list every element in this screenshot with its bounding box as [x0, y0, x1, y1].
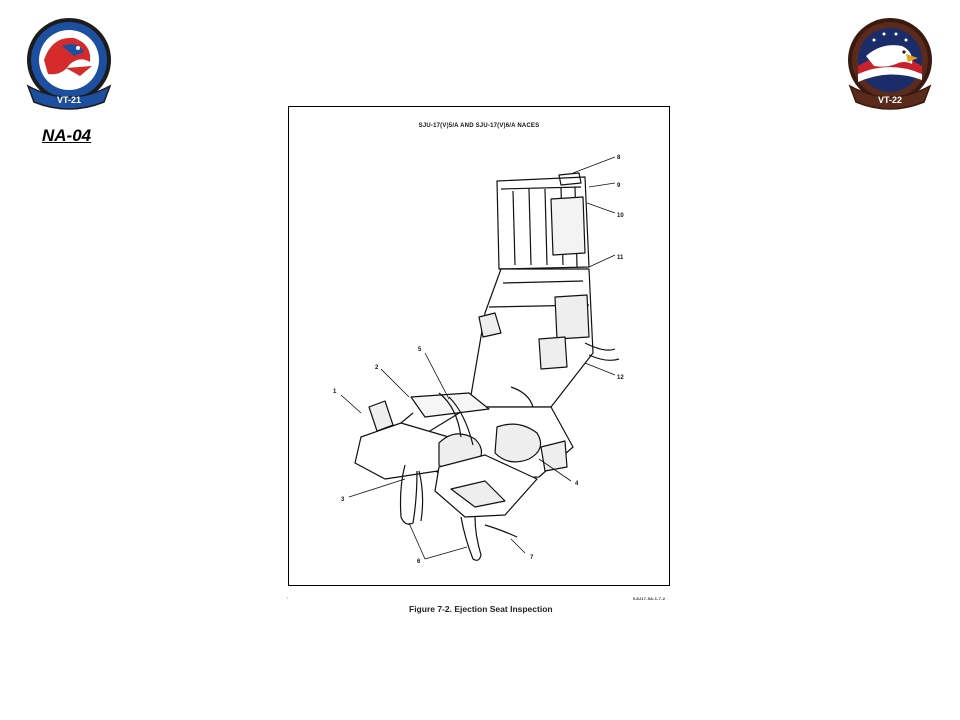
figure-title: SJU-17(V)5/A AND SJU-17(V)6/A NACES — [418, 123, 540, 129]
callout-9: 9 — [617, 183, 621, 189]
callout-8: 8 — [617, 155, 621, 161]
callout-11: 11 — [617, 255, 624, 261]
vt21-patch-label: VT-21 — [57, 95, 81, 105]
callout-10: 10 — [617, 213, 624, 219]
callout-4: 4 — [575, 481, 579, 487]
callout-1: 1 — [333, 389, 337, 395]
ejection-seat-drawing: 1 2 3 4 5 6 7 8 9 10 11 12 — [333, 155, 624, 565]
callout-6: 6 — [417, 559, 421, 565]
callout-3: 3 — [341, 497, 345, 503]
callout-7: 7 — [530, 555, 534, 561]
slide-code: NA-04 — [42, 126, 92, 145]
callout-12: 12 — [617, 375, 624, 381]
figure-frame: SJU-17(V)5/A AND SJU-17(V)6/A NACES — [288, 106, 670, 586]
vt21-squadron-patch-icon: VT-21 — [26, 18, 112, 110]
vt22-squadron-patch-icon: VT-22 — [848, 18, 932, 110]
document-code: SJU17-5A-1-7-2 — [633, 596, 666, 601]
callout-2: 2 — [375, 365, 379, 371]
tick-mark: ` — [286, 598, 289, 605]
vt22-patch-label: VT-22 — [878, 95, 902, 105]
callout-5: 5 — [418, 347, 422, 353]
figure-caption: Figure 7-2. Ejection Seat Inspection — [409, 604, 553, 614]
